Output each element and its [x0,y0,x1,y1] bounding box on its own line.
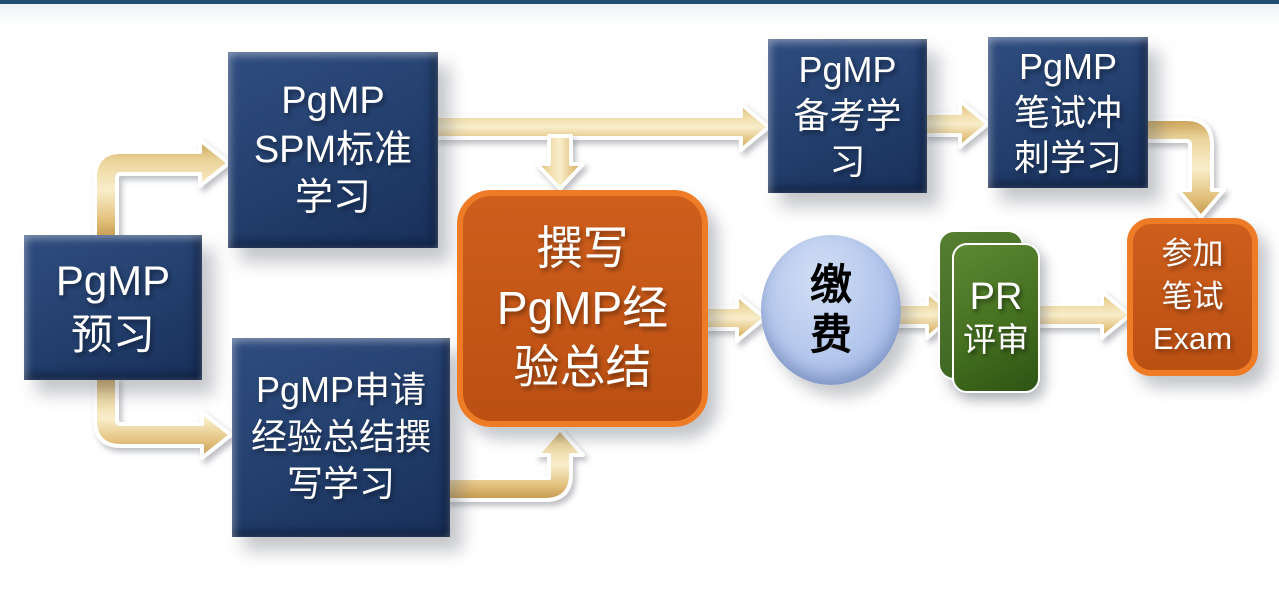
node-label-line: 预习 [70,310,155,358]
node-label-line: PgMP [281,80,385,123]
node-label-line: Exam [1152,321,1233,357]
node-label-line: 学习 [294,177,371,220]
node-label-line: 撰写 [536,221,629,274]
node-pr-review: PR 评审 [936,230,1042,396]
node-written-sprint-study: PgMP 笔试冲 刺学习 [988,37,1148,188]
node-label-line: 笔试 [1161,278,1224,314]
arrow-sprint-to-exam [1144,117,1226,219]
arrow-spm-to-write [535,134,585,191]
node-write-experience-summary: 撰写 PgMP经 验总结 [457,190,708,427]
node-label-line: 费 [809,311,852,358]
node-label-line: 刺学习 [1013,137,1122,179]
arrow-write-to-pay [702,293,767,343]
top-bar [0,0,1279,4]
arrow-apply-to-write [444,427,585,502]
node-label-line: 参加 [1161,235,1224,271]
node-label-line: PgMP [55,257,171,305]
node-label-line: 写学习 [286,462,395,504]
node-label-line: 缴 [809,261,852,309]
pr-review-front-card: PR 评审 [952,243,1040,393]
node-label-line: PR [969,275,1023,318]
node-take-written-exam: 参加 笔试 Exam [1127,218,1258,376]
node-label-line: PgMP [798,49,897,91]
node-label-line: 习 [829,140,866,182]
arrow-preview-to-spm [93,138,231,242]
node-label-line: 笔试冲 [1013,91,1122,133]
arrow-preview-to-apply [93,376,233,460]
node-label-line: 经验总结撰 [250,416,431,458]
node-apply-summary-study: PgMP申请 经验总结撰 写学习 [232,338,450,537]
node-label-line: 备考学 [793,95,902,137]
node-exam-prep-study: PgMP 备考学 习 [768,39,927,193]
arrow-prep-to-sprint [923,99,990,149]
node-label-line: PgMP经 [496,281,669,334]
node-pay-fee: 缴 费 [761,235,901,385]
arrow-spm-to-prep [434,102,771,152]
node-label-line: PgMP [1018,45,1118,87]
node-label-line: PgMP申请 [255,369,427,411]
node-label-line: SPM标准 [253,128,413,171]
arrow-review-to-exam [1034,290,1132,340]
node-label-line: 验总结 [513,341,652,394]
top-bar-fade [0,4,1279,26]
node-pgmp-preview: PgMP 预习 [24,235,202,380]
node-spm-standard-study: PgMP SPM标准 学习 [228,52,438,248]
node-label-line: 评审 [963,321,1029,359]
